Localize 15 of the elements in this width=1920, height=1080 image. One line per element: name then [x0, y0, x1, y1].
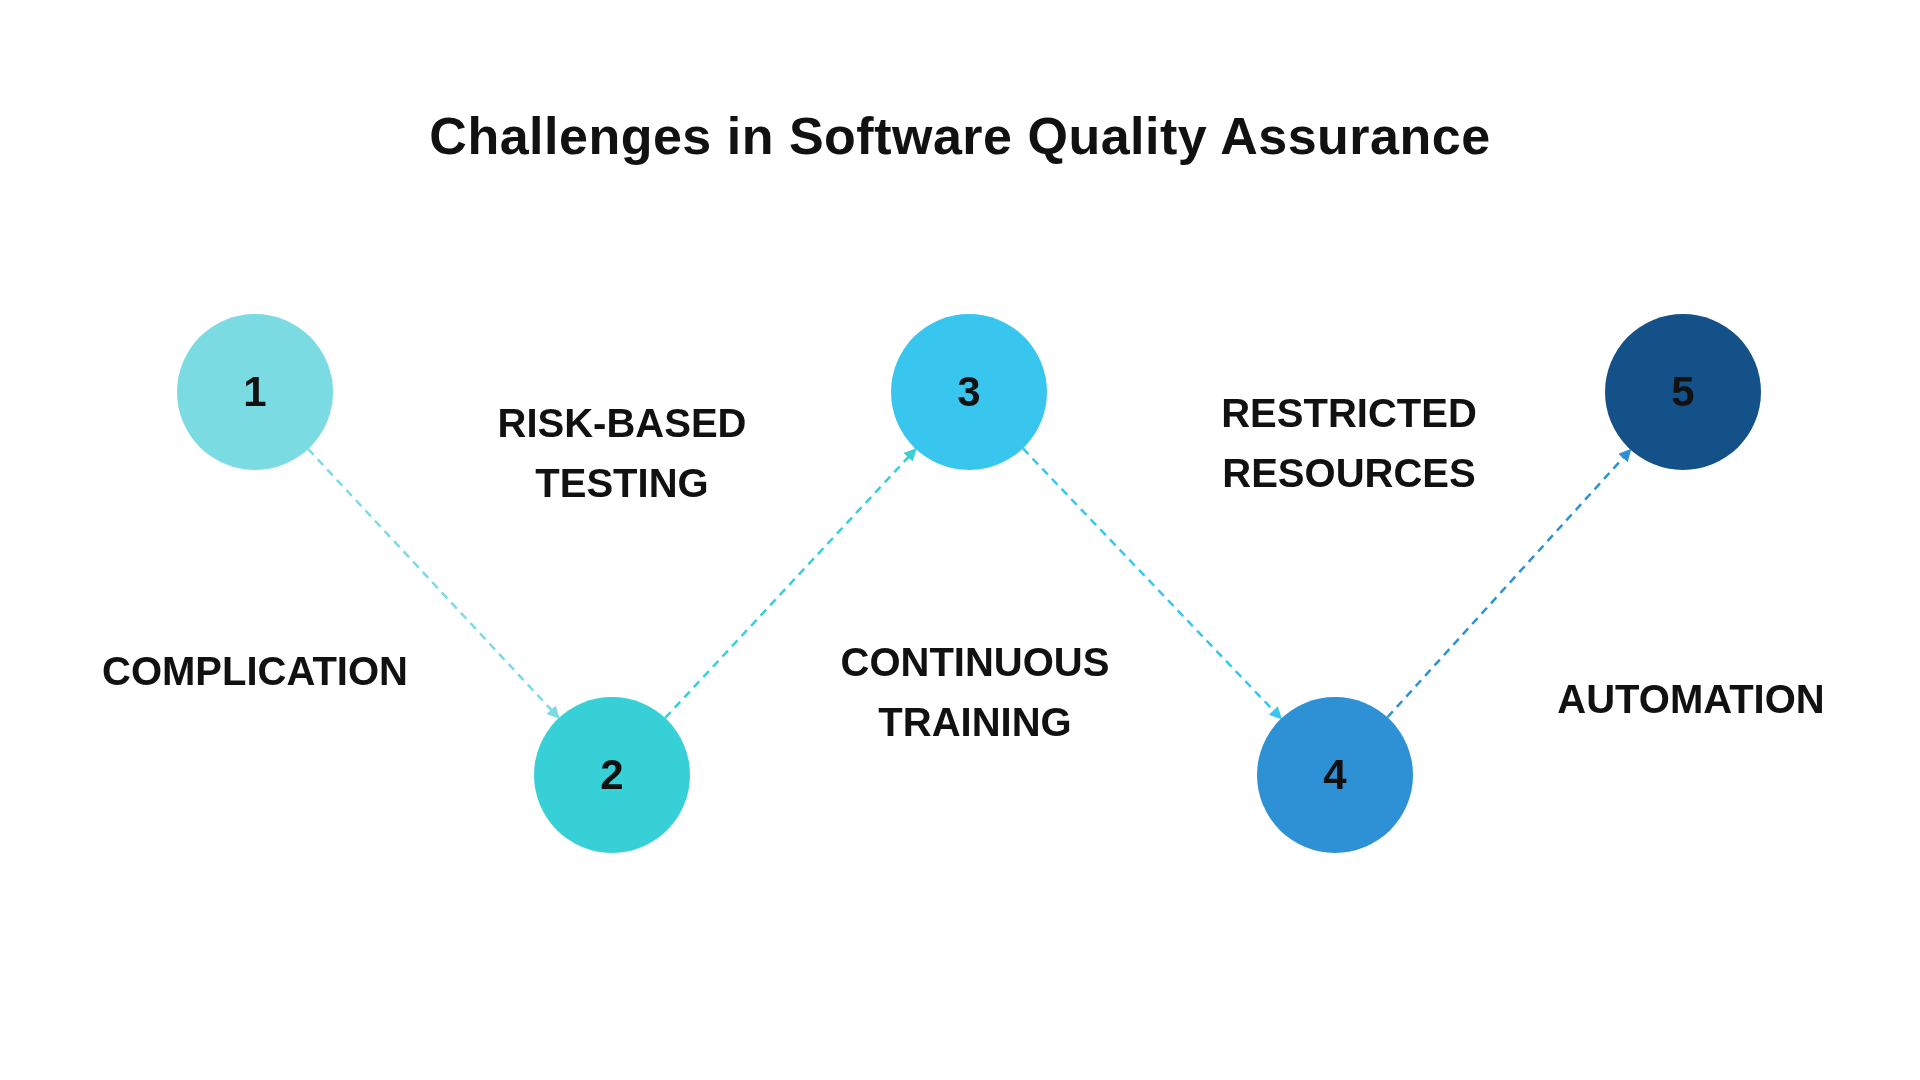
step-label: RESTRICTED RESOURCES: [1220, 390, 1478, 497]
diagram-title: Challenges in Software Quality Assurance: [429, 106, 1491, 166]
step-number: 3: [957, 368, 981, 416]
dashed-arrow: [1386, 448, 1632, 719]
step-number: 2: [600, 751, 624, 799]
step-label: AUTOMATION: [1556, 676, 1826, 723]
step-label: CONTINUOUS TRAINING: [839, 639, 1111, 746]
step-number: 5: [1671, 368, 1695, 416]
step-label: COMPLICATION: [101, 648, 409, 695]
step-number: 1: [243, 368, 267, 416]
dashed-arrow: [664, 448, 917, 719]
step-label: RISK-BASED TESTING: [496, 400, 748, 507]
dashed-arrow: [1022, 447, 1282, 720]
step-number: 4: [1323, 751, 1347, 799]
dashed-arrow: [307, 448, 560, 719]
